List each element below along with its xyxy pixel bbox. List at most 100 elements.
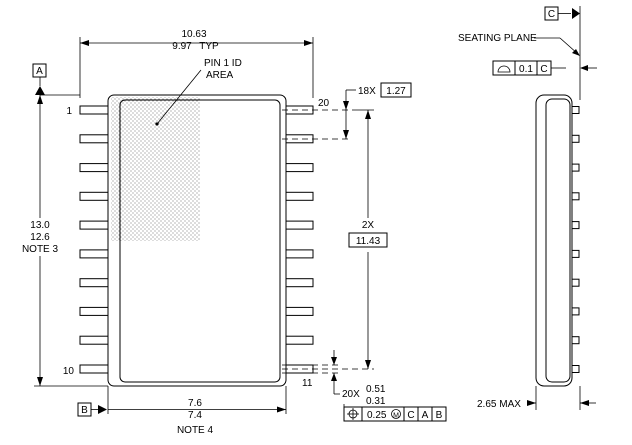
seating-plane-arrow	[572, 49, 580, 56]
side-body-inner	[545, 98, 571, 383]
lead-width-arrow-top	[331, 357, 337, 365]
width-arrow-right	[304, 40, 313, 46]
flatness-arrow	[580, 65, 588, 71]
span-arrow-top	[365, 110, 371, 119]
pin-number-11: 11	[302, 378, 313, 389]
pitch-value: 1.27	[386, 86, 406, 97]
width-min: 9.97	[172, 41, 192, 52]
right-lead	[285, 364, 314, 374]
span-value-box	[348, 232, 388, 248]
flatness-symbol-cell	[492, 60, 516, 76]
side-lead	[571, 278, 580, 287]
right-lead	[285, 306, 314, 316]
right-lead	[285, 191, 314, 201]
body-length-note: NOTE 3	[22, 244, 59, 255]
body-length-max: 13.0	[30, 220, 50, 231]
span-count: 2X	[362, 220, 375, 231]
pin1-id-area	[111, 97, 200, 241]
body-width-min: 7.4	[188, 410, 202, 421]
right-lead	[285, 105, 314, 115]
position-value: 0.25	[367, 410, 387, 421]
pin1-leader	[156, 69, 202, 125]
width-typ: TYP	[199, 41, 219, 52]
left-lead	[79, 306, 109, 316]
datum-b-triangle	[98, 405, 107, 414]
pitch-arrow-bottom	[343, 130, 349, 139]
height-arrow-left	[527, 400, 536, 406]
body-width-arrow-right	[277, 406, 286, 413]
height-label: 2.65 MAX	[477, 399, 521, 410]
left-lead	[79, 278, 109, 288]
side-lead	[571, 221, 580, 230]
position-ref1: C	[407, 410, 414, 421]
flatness-ref: C	[540, 64, 547, 75]
left-lead-row	[79, 105, 109, 374]
side-lead	[571, 192, 580, 201]
pin-number-10: 10	[63, 366, 75, 377]
height-arrow-right	[580, 400, 589, 406]
body-width-note: NOTE 4	[177, 425, 214, 436]
side-lead	[571, 336, 580, 345]
seating-plane-label: SEATING PLANE	[458, 33, 537, 44]
side-lead	[571, 134, 580, 143]
width-arrow-left	[80, 40, 89, 46]
pitch-value-box	[380, 82, 412, 98]
left-lead	[79, 134, 109, 144]
left-lead	[79, 105, 109, 115]
side-lead	[571, 307, 580, 316]
left-lead	[79, 335, 109, 345]
width-max: 10.63	[181, 29, 206, 40]
pin-number-20: 20	[318, 98, 330, 109]
side-lead	[571, 106, 580, 114]
right-lead	[285, 134, 314, 144]
left-lead	[79, 249, 109, 259]
right-lead-row	[285, 105, 314, 374]
flatness-value: 0.1	[519, 64, 533, 75]
side-lead	[571, 249, 580, 258]
left-lead	[79, 220, 109, 230]
pin1-leader-dot	[155, 122, 159, 126]
position-tolerance-frame: 0.25 M C A B	[343, 406, 447, 422]
span-arrow-bottom	[365, 360, 371, 369]
right-lead	[285, 220, 314, 230]
pin1-label-line1: PIN 1 ID	[204, 58, 242, 69]
datum-a-triangle	[35, 86, 45, 95]
body-length-arrow-bottom	[37, 377, 43, 386]
right-lead	[285, 278, 314, 288]
datum-c-label: C	[548, 9, 555, 20]
lead-width-min: 0.31	[366, 396, 386, 407]
lead-width-arrow-bottom	[331, 373, 337, 381]
mmc-modifier: M	[393, 413, 399, 420]
side-lead-row	[571, 106, 580, 373]
body-length-min: 12.6	[30, 232, 50, 243]
datum-c-triangle	[572, 8, 580, 19]
span-value: 11.43	[356, 236, 381, 247]
left-lead	[79, 163, 109, 173]
lead-width-count: 20X	[342, 389, 360, 400]
top-view: PIN 1 ID AREA 10.63 9.97 TYP A 13.0 12.6…	[14, 29, 447, 436]
datum-b-label: B	[81, 405, 88, 416]
body-width-max: 7.6	[188, 398, 202, 409]
position-ref2: A	[422, 410, 429, 421]
left-lead	[79, 364, 109, 374]
right-lead	[285, 249, 314, 259]
position-ref3: B	[436, 410, 443, 421]
right-lead	[285, 163, 314, 173]
body-length-label-bg	[14, 218, 64, 256]
datum-a-label: A	[36, 66, 43, 77]
pin1-label-line2: AREA	[206, 70, 234, 81]
pitch-count: 18X	[358, 86, 376, 97]
profile-surface-icon	[497, 65, 511, 73]
right-lead	[285, 335, 314, 345]
pin-number-1: 1	[66, 106, 72, 117]
datum-a-box	[32, 63, 47, 78]
pitch-arrow-top	[343, 101, 349, 110]
lead-width-max: 0.51	[366, 384, 386, 395]
body-length-arrow-top	[37, 95, 43, 104]
side-view: C SEATING PLANE 0.1 C 2.65 MAX	[458, 6, 597, 410]
side-lead	[571, 163, 580, 172]
side-lead	[571, 365, 580, 373]
left-lead	[79, 191, 109, 201]
mmc-modifier-icon	[391, 409, 401, 419]
